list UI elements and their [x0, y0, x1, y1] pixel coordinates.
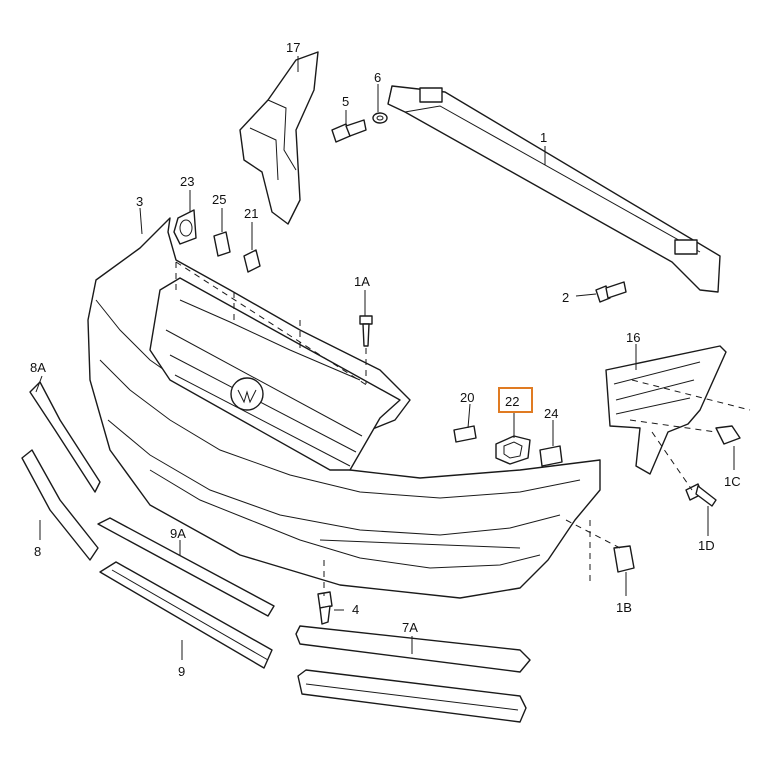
- callout-label: 21: [244, 206, 258, 221]
- leader-lines: [35, 56, 735, 660]
- callout-label: 8A: [30, 360, 46, 375]
- part-25: [213, 231, 231, 257]
- part-20: [453, 425, 477, 443]
- part-strip-7A: [295, 625, 531, 673]
- callout-labels: 1 1A 1B 1C 1D 2 3 4 5 6 7A 8 8A 9 9A 16 …: [30, 40, 741, 679]
- part-strip-9: [99, 561, 273, 669]
- part-23: [173, 209, 197, 245]
- part-bolt-2: [595, 281, 627, 303]
- part-clip-1B: [613, 545, 635, 573]
- part-clip-4: [317, 591, 333, 625]
- callout-label: 1: [540, 130, 547, 145]
- callout-label: 6: [374, 70, 381, 85]
- part-strip-lower: [297, 669, 527, 723]
- highlight-box-callout-22: [498, 387, 533, 413]
- part-screw-1A: [359, 315, 373, 347]
- part-bracket-16: [605, 345, 727, 475]
- part-bolt-5: [331, 119, 367, 143]
- callout-label: 22: [505, 394, 519, 409]
- part-grille: [149, 277, 401, 471]
- part-21: [243, 249, 261, 273]
- callout-label: 1A: [354, 274, 370, 289]
- part-clip-1C: [715, 425, 741, 445]
- part-strip-9A: [97, 517, 275, 617]
- callout-label: 16: [626, 330, 640, 345]
- alignment-lines: [175, 261, 751, 596]
- callout-label: 23: [180, 174, 194, 189]
- part-impact-bar: [387, 85, 721, 293]
- part-24: [539, 445, 563, 467]
- callout-label: 9A: [170, 526, 186, 541]
- callout-label: 8: [34, 544, 41, 559]
- callout-label: 1C: [724, 474, 741, 489]
- part-22: [495, 435, 531, 465]
- part-screw-1D: [685, 483, 717, 507]
- callout-label: 5: [342, 94, 349, 109]
- callout-label: 2: [562, 290, 569, 305]
- callout-label: 24: [544, 406, 558, 421]
- callout-label: 25: [212, 192, 226, 207]
- part-side-bracket-17: [239, 51, 319, 225]
- callout-label: 3: [136, 194, 143, 209]
- part-washer-6: [372, 112, 388, 124]
- callout-label: 1B: [616, 600, 632, 615]
- callout-label: 20: [460, 390, 474, 405]
- callout-label: 7A: [402, 620, 418, 635]
- callout-label: 17: [286, 40, 300, 55]
- part-strip-8: [21, 449, 99, 561]
- callout-label: 1D: [698, 538, 715, 553]
- callout-label: 4: [352, 602, 359, 617]
- callout-label: 9: [178, 664, 185, 679]
